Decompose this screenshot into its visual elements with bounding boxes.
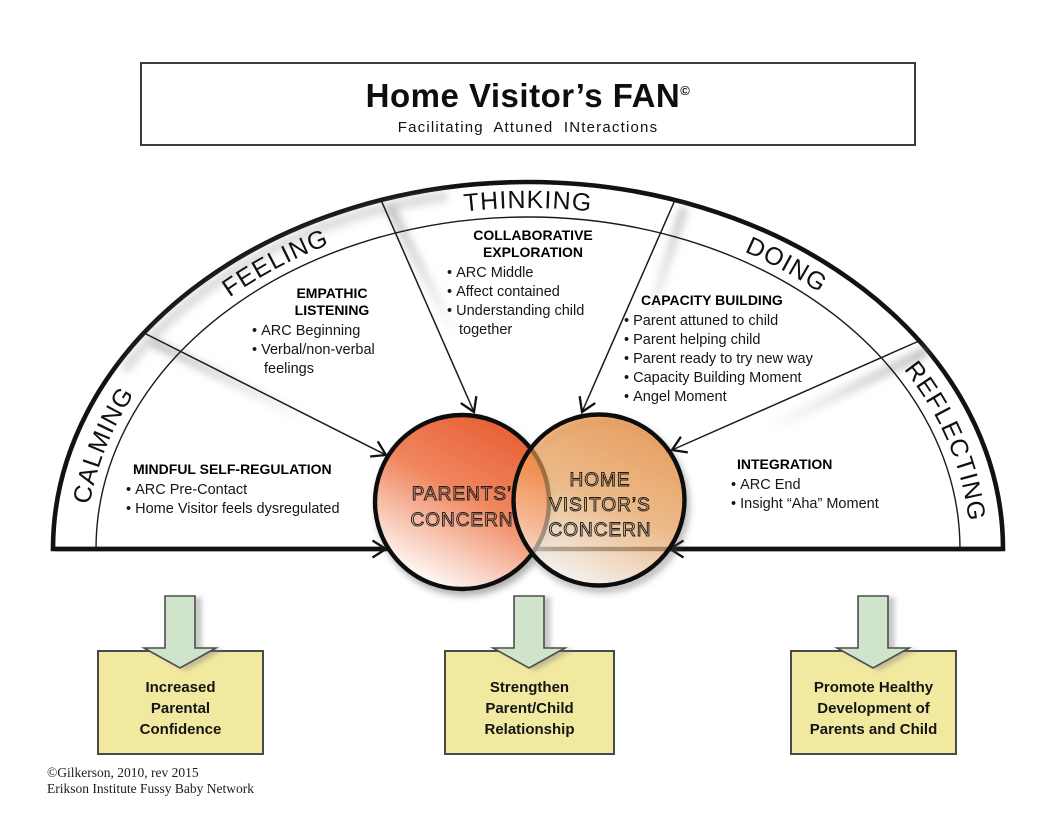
bullet: ARC Beginning [252,322,412,341]
fan-inner-arc [95,216,961,550]
divider-shadow-2 [385,204,460,338]
title-text: Home Visitor’s FAN [365,77,681,114]
bullet: Home Visitor feels dysregulated [126,500,388,519]
block-title: COLLABORATIVE EXPLORATION [473,227,593,260]
divider-group [143,199,920,458]
block-mindful-self-regulation: MINDFUL SELF-REGULATION ARC Pre-Contact … [126,461,388,519]
bullet: Understanding child together [447,302,619,340]
bullet: Parent helping child [624,331,842,350]
divider-shadow-1 [150,337,312,425]
outcome-box-healthy-development: Promote Healthy Development of Parents a… [790,650,957,755]
outcome-text: Increased Parental Confidence [139,679,222,738]
block-title: INTEGRATION [737,456,833,472]
home-visitors-line3: CONCERN [548,520,651,541]
block-collaborative-exploration: COLLABORATIVE EXPLORATION ARC Middle Aff… [447,227,619,340]
home-visitors-concern-circle [511,412,687,588]
bullet: Parent ready to try new way [624,350,842,369]
outcome-box-parental-confidence: Increased Parental Confidence [97,650,264,755]
block-title: EMPATHIC LISTENING [294,285,370,318]
concern-circles [372,412,687,592]
divider-arrow-thinking-doing [578,199,676,414]
circle-labels: PARENTS’ CONCERN HOME VISITOR’S CONCERN [410,470,651,542]
sector-label-thinking: THINKING [462,186,593,218]
title-box: Home Visitor’s FAN© Facilitating Attuned… [140,62,916,146]
block-title: CAPACITY BUILDING [641,292,783,308]
copyright-mark: © [680,83,691,98]
home-visitors-line2: VISITOR’S [549,495,651,516]
bullet: Verbal/non-verbal feelings [252,341,412,379]
bullet: ARC Pre-Contact [126,481,388,500]
page-title: Home Visitor’s FAN© [142,73,914,114]
bullet: Affect contained [447,283,619,302]
divider-arrow-calming-feeling [143,332,388,458]
outcome-text: Strengthen Parent/Child Relationship [484,679,575,738]
bullet-list: Parent attuned to child Parent helping c… [624,312,842,407]
page-subtitle: Facilitating Attuned INteractions [397,119,659,136]
outcome-text: Promote Healthy Development of Parents a… [809,679,938,738]
footer-credit: ©Gilkerson, 2010, rev 2015 Erikson Insti… [47,765,254,797]
fan-outer-arc [50,179,1006,552]
credit-line1: ©Gilkerson, 2010, rev 2015 [47,765,199,780]
bullet-list: ARC Middle Affect contained Understandin… [447,264,619,340]
divider-arrow-feeling-thinking [380,199,478,414]
parents-concern-line1: PARENTS’ [412,484,513,505]
shadow-group [64,190,1006,562]
block-title: MINDFUL SELF-REGULATION [133,461,332,477]
outcome-box-parent-child-relationship: Strengthen Parent/Child Relationship [444,650,615,755]
bullet: Angel Moment [624,388,842,407]
bullet: Capacity Building Moment [624,369,842,388]
bullet: Insight “Aha” Moment [731,495,923,514]
block-empathic-listening: EMPATHIC LISTENING ARC Beginning Verbal/… [252,285,412,379]
parents-concern-line2: CONCERN [410,510,513,531]
block-capacity-building: CAPACITY BUILDING Parent attuned to chil… [624,292,842,407]
credit-line2: Erikson Institute Fussy Baby Network [47,781,254,796]
bullet-list: ARC End Insight “Aha” Moment [731,476,923,514]
bullet-list: ARC Pre-Contact Home Visitor feels dysre… [126,481,388,519]
divider-shadow-4 [767,346,930,433]
bullet-list: ARC Beginning Verbal/non-verbal feelings [252,322,412,379]
bullet: ARC End [731,476,923,495]
bullet: Parent attuned to child [624,312,842,331]
block-integration: INTEGRATION ARC End Insight “Aha” Moment [731,456,923,514]
home-visitors-line1: HOME [570,470,631,491]
bullet: ARC Middle [447,264,619,283]
